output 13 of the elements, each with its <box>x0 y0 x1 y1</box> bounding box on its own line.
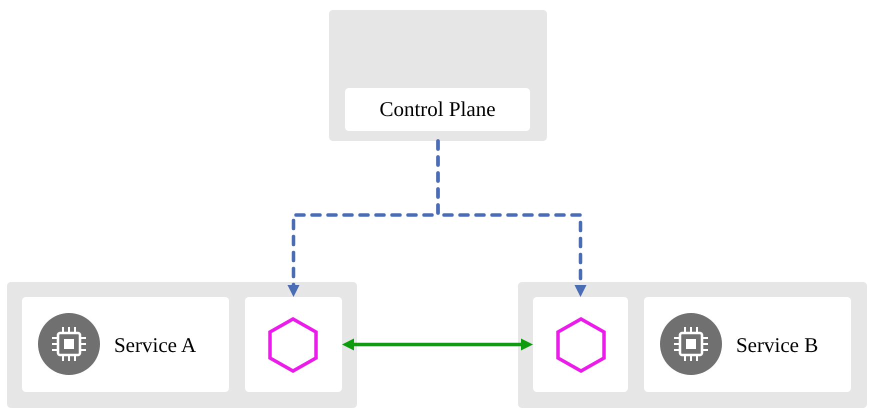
proxy-card <box>245 297 342 392</box>
node-label: Service A <box>114 333 196 358</box>
arrow <box>436 139 586 297</box>
service-group-panel <box>7 282 357 408</box>
node-label: Service B <box>736 333 818 358</box>
control-plane-panel <box>329 10 547 141</box>
service-card <box>644 297 851 392</box>
arrow <box>342 338 533 350</box>
label-card <box>345 88 530 131</box>
service-card <box>22 297 229 392</box>
node-label: Control Plane <box>378 97 497 122</box>
proxy-card <box>533 297 628 392</box>
service-group-panel <box>518 282 867 408</box>
